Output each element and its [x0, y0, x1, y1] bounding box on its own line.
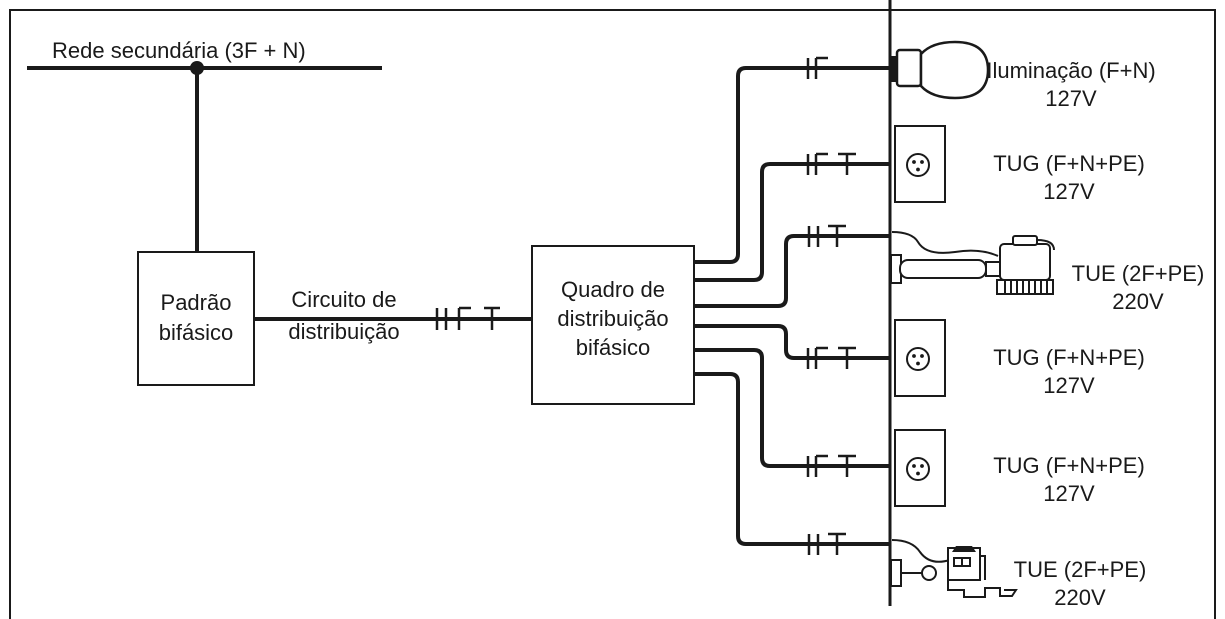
load-6-voltage: 220V [1054, 585, 1106, 610]
load-5-name: TUG (F+N+PE) [993, 453, 1145, 478]
branch-wire-4 [694, 324, 890, 360]
distribution-panel: Quadro de distribuição bifásico [531, 245, 695, 405]
load-3-voltage: 220V [1112, 289, 1164, 314]
branch-circuits [694, 66, 890, 546]
distribution-circuit: Circuito de distribuição [254, 287, 532, 344]
load-4-voltage: 127V [1043, 373, 1095, 398]
panel-line1: Quadro de [561, 277, 665, 302]
load-5-voltage: 127V [1043, 481, 1095, 506]
branch-wire-1 [694, 66, 890, 264]
branch-wire-5 [694, 348, 890, 468]
motor-pump-icon [890, 231, 1055, 295]
branch-wire-6 [694, 372, 890, 546]
standard-line1: Padrão [161, 290, 232, 315]
load-6-name: TUE (2F+PE) [1014, 557, 1147, 582]
circuit-line1: Circuito de [291, 287, 396, 312]
standard-box: Padrão bifásico [137, 251, 255, 386]
light-bulb-icon [890, 40, 990, 100]
shower-icon [890, 539, 1018, 598]
network-label: Rede secundária (3F + N) [52, 38, 306, 63]
diagram-frame [9, 9, 1216, 619]
secondary-network: Rede secundária (3F + N) [27, 38, 382, 252]
load-2-name: TUG (F+N+PE) [993, 151, 1145, 176]
load-labels: Iluminação (F+N) 127V TUG (F+N+PE) 127V … [986, 58, 1204, 610]
load-3-name: TUE (2F+PE) [1072, 261, 1205, 286]
circuit-line2: distribuição [288, 319, 399, 344]
branch-wire-2 [694, 162, 890, 282]
load-1-name: Iluminação (F+N) [986, 58, 1155, 83]
outlet-icon [894, 429, 946, 507]
outlet-icon [894, 125, 946, 203]
panel-line2: distribuição [557, 306, 668, 331]
outlet-icon [894, 319, 946, 397]
standard-line2: bifásico [159, 320, 234, 345]
load-4-name: TUG (F+N+PE) [993, 345, 1145, 370]
branch-conductor-marks [806, 56, 856, 555]
conductor-marks [435, 306, 500, 330]
load-2-voltage: 127V [1043, 179, 1095, 204]
load-1-voltage: 127V [1045, 86, 1097, 111]
branch-wire-3 [694, 234, 890, 308]
panel-line3: bifásico [576, 335, 651, 360]
